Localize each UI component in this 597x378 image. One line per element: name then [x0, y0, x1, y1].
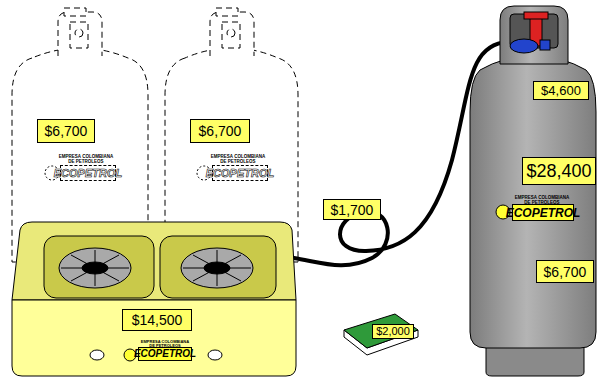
ghost-valve-handle [64, 8, 86, 16]
ghost-collar [58, 12, 102, 56]
ghost-valve-knob [227, 29, 235, 37]
price-tag: $6,700 [536, 260, 594, 283]
cylinder-collar [500, 6, 568, 64]
brand-caption: EMPRESA COLOMBIANA DE PETROLEOS [58, 155, 114, 164]
stove-front [12, 300, 296, 376]
price-tag: $1,700 [323, 199, 381, 220]
cylinder-body [470, 56, 596, 348]
price-tag: $2,000 [372, 324, 414, 339]
burner-panel [160, 236, 276, 298]
brand-caption: EMPRESA COLOMBIANA DE PETROLEOS [210, 155, 266, 164]
ghost-valve-knob [75, 29, 83, 37]
gas-stove [12, 222, 296, 376]
burner [59, 248, 131, 288]
stove-knob [90, 350, 104, 360]
regulator-outlet [540, 40, 550, 50]
burner-grate [183, 250, 251, 286]
price-tag: $6,700 [37, 119, 95, 143]
price-text: $6,700 [45, 124, 88, 138]
regulator [510, 39, 538, 53]
stove-knob [208, 350, 222, 360]
brand-logo: ECOPETROL [512, 204, 574, 221]
brand-logo: ECOPETROL [212, 165, 268, 181]
brand-logo: ECOPETROL [60, 165, 116, 181]
brand-logo: ECOPETROL [138, 347, 192, 361]
price-text: $28,400 [526, 162, 591, 180]
logo-emblem [197, 166, 211, 180]
ghost-valve [222, 22, 240, 48]
stove-top [12, 222, 296, 300]
price-tag: $4,600 [533, 81, 589, 100]
price-text: $14,500 [132, 313, 183, 327]
price-tag: $14,500 [122, 309, 192, 331]
ghost-collar [210, 12, 254, 56]
price-text: $1,700 [331, 203, 374, 217]
logo-emblem [496, 205, 510, 219]
manual-book [344, 314, 418, 355]
price-tag: $28,400 [522, 157, 596, 185]
book-cover [344, 314, 418, 348]
ghost-valve [70, 22, 88, 48]
burner [181, 248, 253, 288]
logo-emblem [45, 166, 59, 180]
gas-cylinder [470, 6, 596, 376]
price-text: $6,700 [199, 124, 242, 138]
burner-panel [44, 236, 154, 298]
valve-handle [524, 12, 548, 19]
price-text: $2,000 [376, 326, 410, 337]
logo-emblem [124, 349, 136, 361]
ghost-valve-handle [216, 8, 238, 16]
price-tag: $6,700 [190, 119, 250, 143]
burner-grate [61, 250, 129, 286]
price-text: $6,700 [544, 265, 587, 279]
burner-cap [82, 262, 108, 274]
price-text: $4,600 [541, 84, 581, 97]
burner-cap [204, 262, 230, 274]
